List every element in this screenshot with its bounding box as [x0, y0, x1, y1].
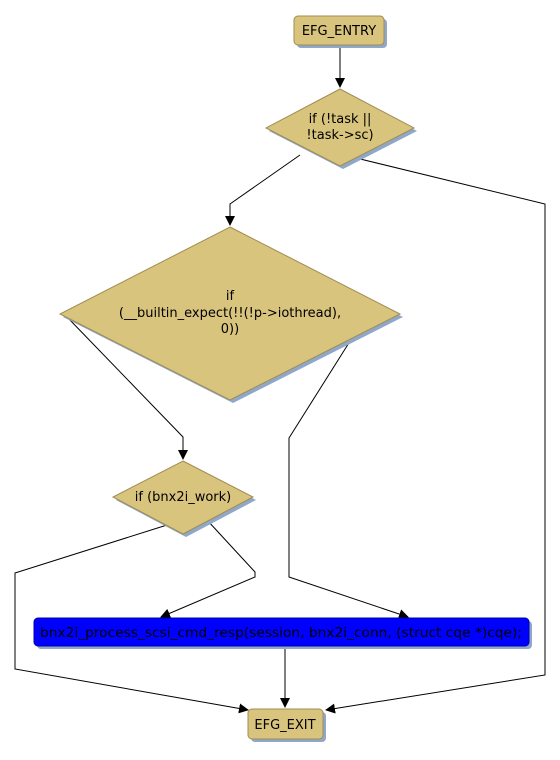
- iothread-check-node: if (__builtin_expect(!!(!p->iothread), 0…: [58, 226, 403, 403]
- iothread-check-line-1: if: [226, 289, 235, 304]
- task-check-line-1: if (!task ||: [309, 112, 372, 127]
- task-check-node: if (!task || !task->sc): [264, 88, 417, 169]
- edges: [14, 44, 546, 714]
- edge-task-check-to-iothread-check: [225, 154, 301, 226]
- process-call-node: bnx2i_process_scsi_cmd_resp(session, bnx…: [33, 617, 532, 649]
- exit-node: EFG_EXIT: [247, 708, 326, 742]
- entry-node: EFG_ENTRY: [293, 15, 387, 48]
- edge-iothread-check-to-work-check: [67, 317, 188, 460]
- task-check-line-2: !task->sc): [306, 128, 373, 143]
- work-check-node: if (bnx2i_work): [111, 460, 256, 537]
- iothread-check-line-3: 0)): [221, 322, 239, 337]
- entry-label: EFG_ENTRY: [302, 24, 376, 39]
- edge-iothread-check-to-process-call: [288, 337, 409, 619]
- edge-work-check-to-process-call: [160, 519, 256, 619]
- process-call-label: bnx2i_process_scsi_cmd_resp(session, bnx…: [40, 626, 522, 641]
- edge-task-check-to-exit: [325, 156, 546, 714]
- iothread-check-line-2: (__builtin_expect(!!(!p->iothread),: [119, 306, 341, 321]
- work-check-label: if (bnx2i_work): [135, 490, 232, 505]
- exit-label: EFG_EXIT: [254, 718, 315, 733]
- edge-work-check-to-exit: [14, 524, 249, 714]
